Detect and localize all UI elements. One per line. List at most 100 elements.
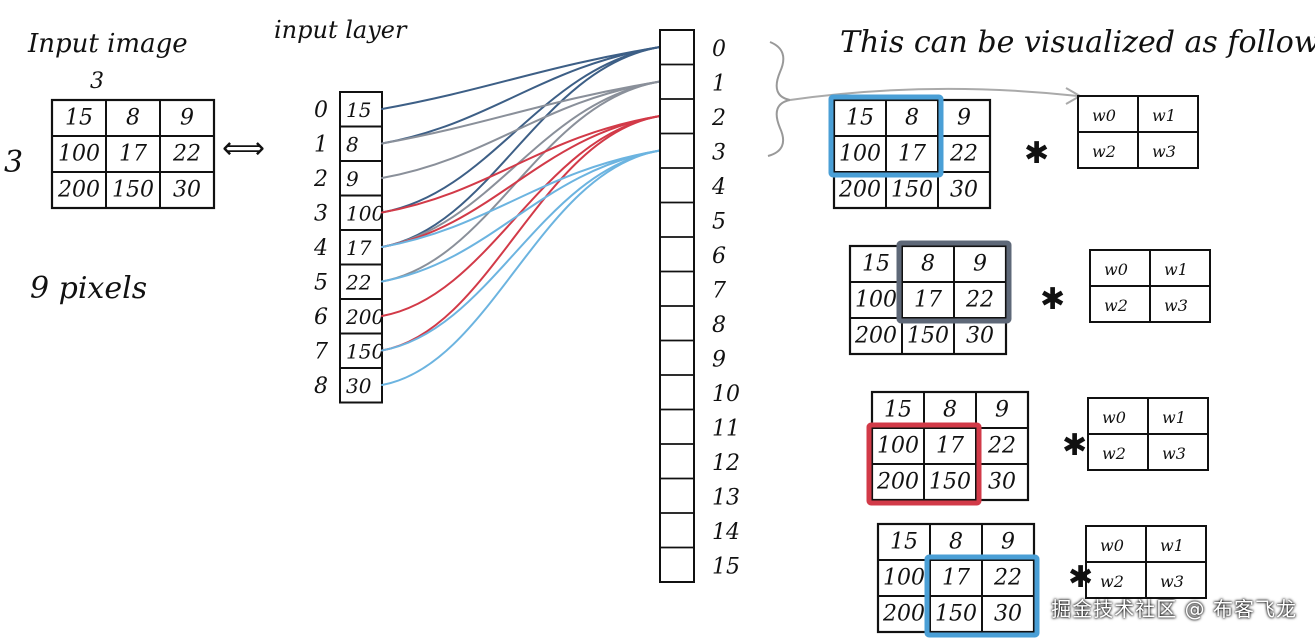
kernel-weight: w0 xyxy=(1092,106,1116,125)
viz-cell: 22 xyxy=(949,141,978,166)
viz-cell: 9 xyxy=(995,397,1009,422)
viz-cell: 30 xyxy=(994,601,1022,626)
output-layer-index: 6 xyxy=(712,244,726,269)
input-layer-value: 100 xyxy=(346,201,384,225)
viz-cell: 8 xyxy=(921,251,935,276)
output-layer-index: 11 xyxy=(712,416,740,441)
receptive-field-highlight xyxy=(924,554,1040,638)
input-layer-value: 17 xyxy=(346,236,372,260)
connection-lines xyxy=(381,46,661,386)
brace-icon xyxy=(767,41,791,157)
kernel-weight: w2 xyxy=(1100,572,1124,591)
image-cell: 9 xyxy=(180,105,194,130)
output-layer-index: 1 xyxy=(712,71,726,96)
kernel-weight: w1 xyxy=(1162,408,1186,427)
output-layer-index: 14 xyxy=(712,520,740,545)
viz-outline xyxy=(870,390,1030,502)
image-height-label: 3 xyxy=(4,145,23,180)
image-cell: 30 xyxy=(173,177,201,202)
input-layer-value: 22 xyxy=(345,270,371,294)
viz-outline xyxy=(832,98,992,210)
image-cell: 8 xyxy=(126,105,140,130)
input-layer-index: 4 xyxy=(313,236,328,261)
viz-outline xyxy=(848,244,1008,356)
kernel-weight: w2 xyxy=(1092,142,1116,161)
output-layer-index: 7 xyxy=(712,278,726,303)
viz-cell: 100 xyxy=(883,565,925,590)
connection-line xyxy=(381,46,661,145)
image-cell: 100 xyxy=(58,141,100,166)
pixel-count-label: 9 pixels xyxy=(30,271,147,306)
output-layer-index: 10 xyxy=(712,382,740,407)
input-layer-value: 30 xyxy=(346,374,372,398)
receptive-field-highlight xyxy=(896,240,1012,324)
viz-cell: 150 xyxy=(935,601,977,626)
convolution-visualizations: 15 8 9 100 17 22 200 150 30 ✱ w0 w1 w2 w3 15 8 9 100 17 22 2… xyxy=(828,94,1211,638)
kernel-weight: w0 xyxy=(1102,408,1126,427)
viz-cell: 200 xyxy=(882,601,925,626)
kernel-weight: w2 xyxy=(1104,296,1128,315)
image-cell: 15 xyxy=(65,105,93,130)
viz-cell: 200 xyxy=(854,323,897,348)
viz-cell: 8 xyxy=(949,529,963,554)
multiply-icon: ✱ xyxy=(1024,136,1049,171)
connection-line xyxy=(381,46,661,248)
viz-cell: 15 xyxy=(884,397,912,422)
output-layer-index: 5 xyxy=(712,209,726,234)
output-layer-index: 12 xyxy=(712,451,740,476)
viz-cell: 100 xyxy=(877,433,919,458)
input-layer-value: 8 xyxy=(346,132,359,156)
viz-cell: 22 xyxy=(993,565,1022,590)
viz-cell: 150 xyxy=(907,323,949,348)
multiply-icon: ✱ xyxy=(1062,428,1087,463)
output-layer-index: 8 xyxy=(712,313,726,338)
multiply-icon: ✱ xyxy=(1040,282,1065,317)
viz-cell: 17 xyxy=(898,141,926,166)
viz-cell: 200 xyxy=(838,177,881,202)
connection-line xyxy=(381,149,661,352)
viz-cell: 15 xyxy=(846,105,874,130)
output-layer-index: 9 xyxy=(712,347,726,372)
image-outline xyxy=(50,98,216,210)
viz-outline xyxy=(876,522,1036,634)
viz-cell: 100 xyxy=(855,287,897,312)
output-layer-index: 13 xyxy=(712,485,740,510)
output-layer-index: 15 xyxy=(712,554,740,579)
viz-cell: 30 xyxy=(950,177,978,202)
connection-line xyxy=(381,115,661,214)
arrow-to-grids xyxy=(789,87,1079,101)
viz-cell: 8 xyxy=(943,397,957,422)
input-layer-label: input layer xyxy=(274,16,408,44)
input-layer-index: 6 xyxy=(314,305,328,330)
visualization-title: This can be visualized as follows xyxy=(840,25,1315,60)
viz-cell: 17 xyxy=(914,287,942,312)
output-layer-index: 4 xyxy=(711,175,726,200)
kernel-weight: w3 xyxy=(1152,142,1176,161)
viz-cell: 200 xyxy=(876,469,919,494)
input-image-label: Input image xyxy=(27,29,188,59)
viz-cell: 17 xyxy=(936,433,964,458)
receptive-field-highlight xyxy=(828,94,944,178)
kernel-weight: w3 xyxy=(1164,296,1188,315)
kernel-weight: w1 xyxy=(1164,260,1188,279)
output-layer-index: 2 xyxy=(711,106,726,131)
input-layer-value: 9 xyxy=(346,167,359,191)
input-layer-index: 7 xyxy=(314,339,328,364)
viz-cell: 9 xyxy=(973,251,987,276)
input-layer-index: 5 xyxy=(314,270,328,295)
connection-line xyxy=(381,115,661,317)
connection-line xyxy=(381,80,661,145)
image-cell: 17 xyxy=(119,141,147,166)
image-cell: 22 xyxy=(172,141,201,166)
